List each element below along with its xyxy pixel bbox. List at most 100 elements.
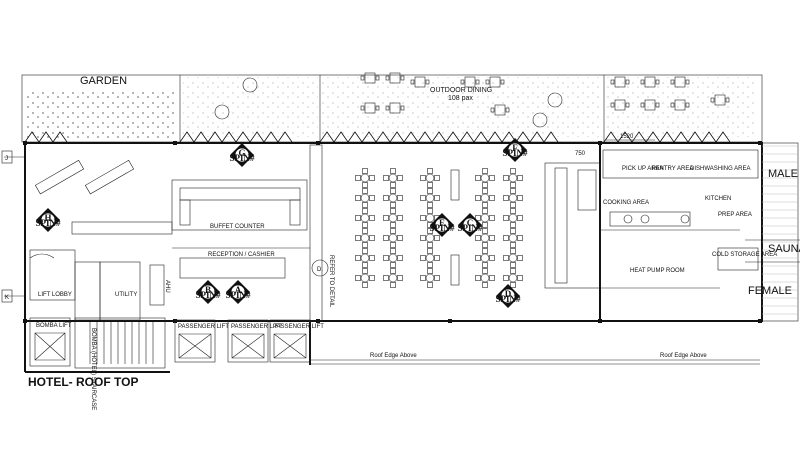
long-table <box>450 254 460 286</box>
dining-table <box>355 188 375 208</box>
dishwashing-label: DISHWASHING AREA <box>690 166 750 172</box>
section-marker-sub: SPIN# <box>229 153 255 163</box>
sauna-label: SAUNA <box>768 243 800 255</box>
outdoor-table <box>610 99 630 111</box>
outdoor-zone: GARDEN OUTDOOR DINING 108 pax <box>21 72 763 143</box>
kitchen-zone: COOKING AREA PICK UP AREA PANTRY AREA DI… <box>544 134 777 289</box>
outdoor-table <box>670 76 690 88</box>
dimension2-label: 750 <box>575 151 586 157</box>
outdoor-lounge <box>547 92 563 108</box>
outdoor-dining-label: OUTDOOR DINING <box>430 87 492 94</box>
column <box>758 319 762 323</box>
outdoor-lounge <box>532 112 548 128</box>
ahu-label: AHU <box>164 280 170 293</box>
passenger-lift: PASSENGER LIFT <box>227 319 282 363</box>
buffet-counter-label: BUFFET COUNTER <box>210 224 265 230</box>
section-marker-sub: SPIN# <box>429 223 455 233</box>
column <box>448 319 452 323</box>
core-zone: LIFT LOBBY UTILITY AHU BOMBA LIFT BOMBA … <box>29 249 324 410</box>
column <box>23 319 27 323</box>
outdoor-table <box>670 99 690 111</box>
section-marker-letter: C <box>467 218 474 228</box>
cooking-area-label: COOKING AREA <box>603 200 649 206</box>
grid-label-j: J <box>5 156 8 162</box>
outdoor-table <box>610 76 630 88</box>
section-marker-sub: SPIN# <box>502 148 528 158</box>
roof-edge-label-1: Roof Edge Above <box>370 353 417 359</box>
passenger-lift-label: PASSENGER LIFT <box>231 324 282 330</box>
stair-label: BOMBA (HOTEL) STAIRCASE <box>90 328 96 410</box>
column <box>23 141 27 145</box>
dining-table <box>503 188 523 208</box>
dining-table <box>503 168 523 188</box>
dining-table <box>383 168 403 188</box>
dining-table <box>475 228 495 248</box>
male-label: MALE <box>768 168 798 180</box>
column <box>173 141 177 145</box>
main-dining-tables <box>355 168 523 288</box>
section-marker-letter: H <box>44 213 51 223</box>
outdoor-table <box>710 94 730 106</box>
dining-table <box>475 268 495 288</box>
dining-table <box>475 168 495 188</box>
outdoor-table <box>360 102 380 114</box>
section-marker-sub: SPIN# <box>35 218 61 228</box>
grid-label-k: K <box>5 295 9 301</box>
dining-table <box>355 228 375 248</box>
dining-table <box>383 268 403 288</box>
plan-title: HOTEL- ROOF TOP <box>28 375 138 389</box>
dining-table <box>420 268 440 288</box>
outdoor-table <box>640 76 660 88</box>
outdoor-lounge <box>242 77 258 93</box>
dimension-label: 1520 <box>620 134 634 140</box>
outdoor-table <box>640 99 660 111</box>
dining-table <box>355 168 375 188</box>
dining-table <box>355 208 375 228</box>
dining-table <box>383 208 403 228</box>
stair-treads <box>89 322 154 364</box>
dining-table <box>383 188 403 208</box>
kitchen-label: KITCHEN <box>705 196 731 202</box>
lift-lobby-label: LIFT LOBBY <box>38 292 72 298</box>
outdoor-table <box>410 76 430 88</box>
dining-table <box>355 248 375 268</box>
wellness-zone: MALE SAUNA FEMALE <box>745 145 800 315</box>
passenger-lift: PASSENGER LIFT <box>174 319 229 363</box>
dining-table <box>420 168 440 188</box>
section-marker-letter: F <box>512 143 518 153</box>
dining-table <box>475 248 495 268</box>
outdoor-table <box>385 72 405 84</box>
female-label: FEMALE <box>748 285 792 297</box>
dining-table <box>355 268 375 288</box>
outdoor-dining-tables <box>214 72 730 128</box>
outdoor-lounge <box>214 104 230 120</box>
section-marker-sub: SPIN# <box>225 290 251 300</box>
section-markers: GSPIN#FSPIN#HSPIN#ESPIN#CSPIN#BSPIN#ASPI… <box>35 138 528 308</box>
section-marker-sub: SPIN# <box>495 294 521 304</box>
dining-table <box>420 248 440 268</box>
pantry-label: PANTRY AREA <box>652 166 693 172</box>
garden-label: GARDEN <box>80 75 127 87</box>
dining-table <box>503 248 523 268</box>
dining-table <box>383 248 403 268</box>
outdoor-table <box>490 104 510 116</box>
utility-label: UTILITY <box>115 292 137 298</box>
section-marker-letter: E <box>439 218 445 228</box>
passenger-lift: PASSENGER LIFT <box>269 319 324 363</box>
buffet-zone: BUFFET COUNTER RECEPTION / CASHIER D. RE… <box>171 144 334 322</box>
section-marker-letter: G <box>238 148 245 158</box>
section-marker-letter: B <box>205 285 211 295</box>
svg-text:D.: D. <box>317 267 323 273</box>
dining-table <box>383 228 403 248</box>
long-table <box>450 169 460 201</box>
column <box>598 319 602 323</box>
outdoor-table <box>460 76 480 88</box>
outdoor-table <box>360 72 380 84</box>
